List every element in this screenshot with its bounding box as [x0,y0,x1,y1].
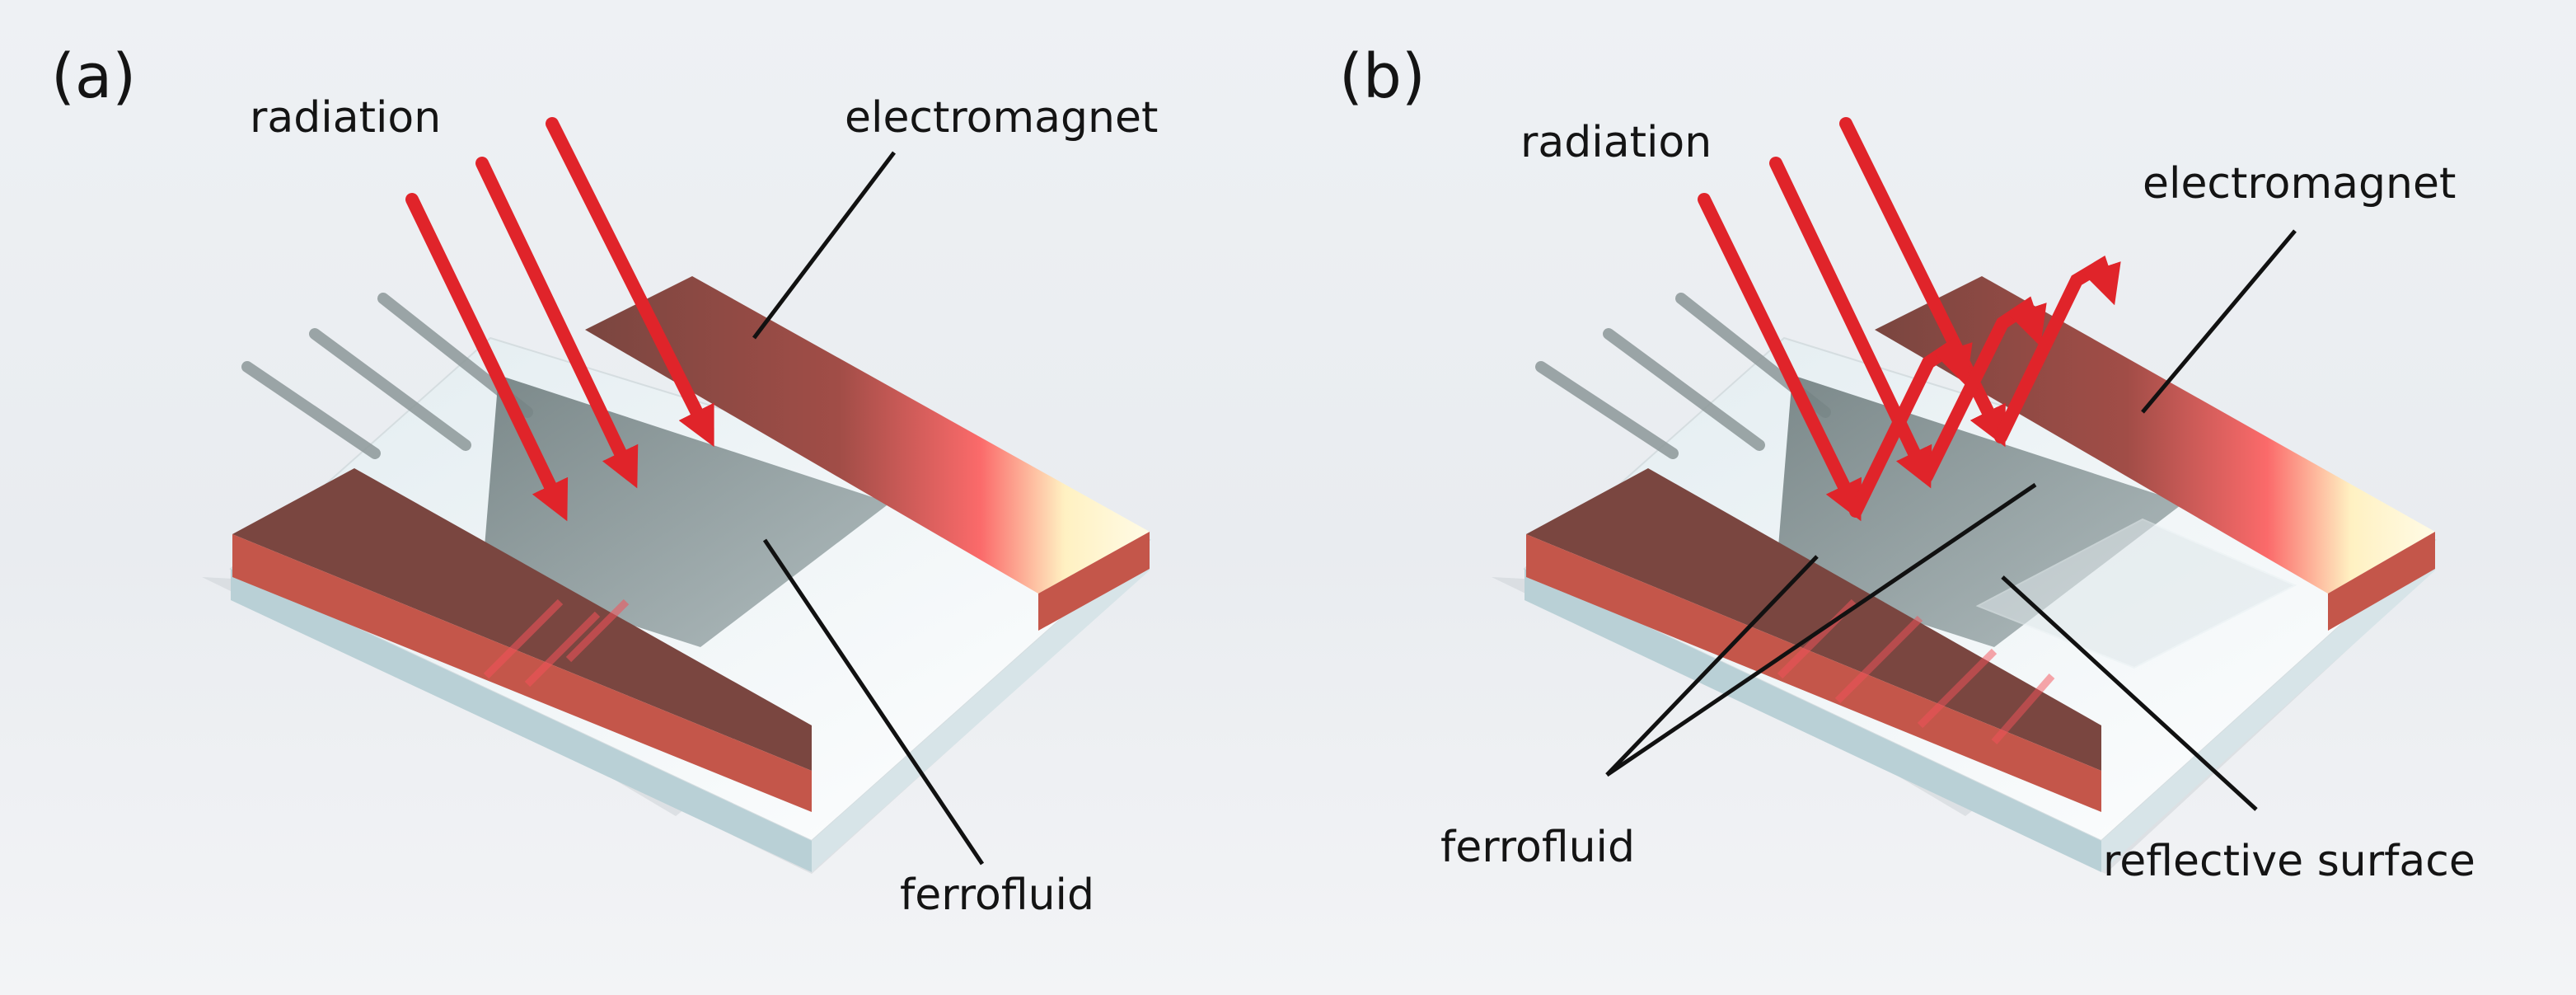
panel-b-slit-1 [1535,361,1679,459]
panel-b-reflection-3 [1917,648,1998,729]
panel-a-radiation-arrow-1 [405,193,569,522]
panel-a-slit-2 [309,328,471,451]
panel-a-magnet-front-top [232,468,812,771]
panel-a-base-left-side [231,569,812,872]
panel-b-reflected-arrow-3 [1994,256,2121,444]
panel-b-magnet-back-top [1875,276,2435,594]
panel-b-reflective-surface [1975,518,2297,669]
panel-b-ferrofluid-label: ferrofluid [1440,823,1635,872]
panel-b-leader-electromagnet [2141,229,2297,414]
panel-b-leader-ferrofluid-1 [1605,555,1819,777]
panel-b-letter: (b) [1339,41,1426,112]
panel-b-electromagnet-back [1875,276,2435,631]
panel-a-magnet-back-side [1038,532,1150,631]
panel-b: (b) [1339,41,2475,886]
panel-a: (a) [51,41,1158,920]
panel-b-radiation-arrow-1 [1698,193,1862,522]
panel-a-reflection-2 [524,611,601,688]
panel-b-radiation-arrows-reflected [1849,256,2121,518]
panel-b-electromagnet-front [1526,468,2101,812]
panel-a-reflection-3 [565,598,630,663]
panel-b-leader-ferrofluid-2 [1605,482,2037,777]
panel-a-magnet-front-left-side [232,534,812,812]
panel-a-ferrofluid-label: ferrofluid [900,871,1094,920]
panel-a-leader-ferrofluid [762,538,985,866]
panel-b-magnet-front-top [1526,468,2101,771]
panel-a-magnet-back-top [585,276,1150,594]
panel-a-radiation-label: radiation [250,93,441,143]
panel-a-base-right-side [812,540,1150,872]
panel-a-radiation-arrows [405,117,714,522]
panel-b-reflective-surface-label: reflective surface [2103,837,2475,886]
panel-b-base-right-side [2101,540,2435,872]
panel-b-magnet-back-side [2328,532,2435,631]
panel-b-reflected-arrow-2 [1920,296,2047,483]
panel-a-radiation-arrow-3 [546,117,714,448]
panel-a-arrow-reflections [483,598,630,688]
panel-a-radiation-arrow-2 [475,157,639,489]
panel-b-base-left-side [1525,569,2101,872]
panel-b-reflection-2 [1834,615,1923,704]
panel-b-slit-2 [1603,328,1765,451]
panel-a-electromagnet-label: electromagnet [845,93,1158,143]
panel-b-reflection-4 [1991,674,2055,744]
panel-b-electromagnet-label: electromagnet [2143,159,2456,209]
panel-a-leader-electromagnet [752,151,896,340]
panel-b-leader-reflective-surface [2001,575,2258,811]
panel-b-leader-lines [1605,229,2297,811]
panel-a-slit-1 [241,361,381,459]
panel-a-electromagnet-front [232,468,812,812]
panel-a-electromagnet-back [585,276,1150,631]
panel-b-radiation-label: radiation [1520,118,1712,167]
panel-b-reflected-arrow-1 [1849,336,1973,518]
panel-a-reflection-1 [483,598,564,679]
panel-b-magnet-front-left-side [1526,534,2101,812]
panel-a-ferrofluid-cavity [482,375,890,647]
panel-a-letter: (a) [51,41,136,112]
panel-a-leader-lines [752,151,985,866]
